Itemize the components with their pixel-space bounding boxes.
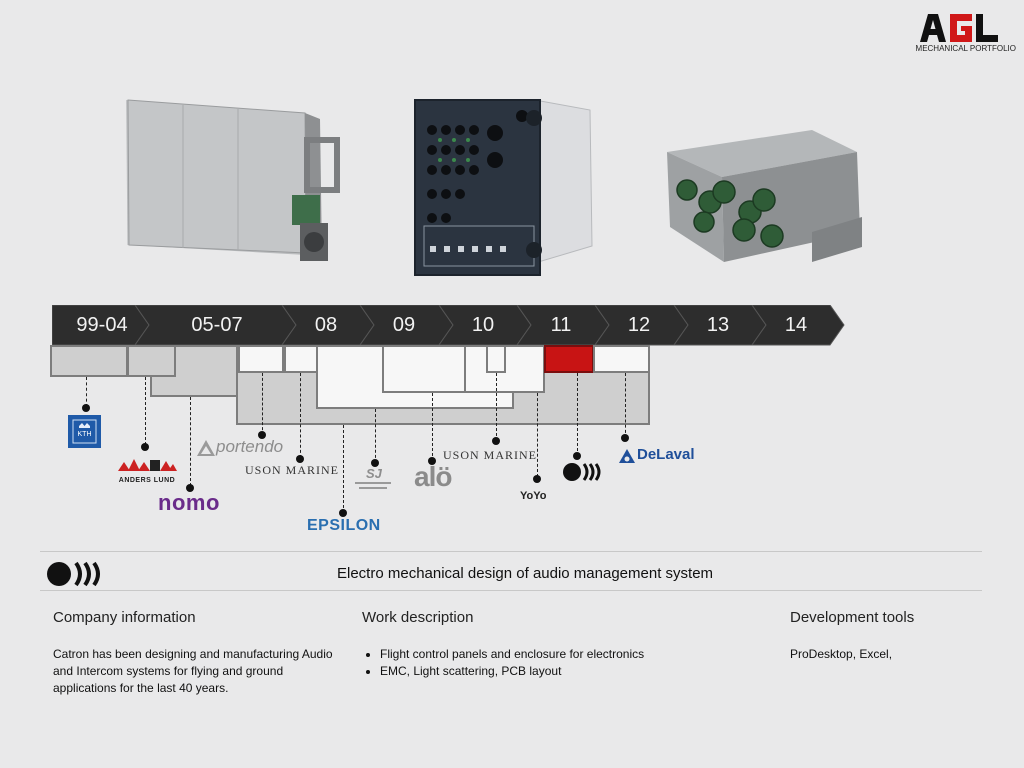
project-subtitle: Electro mechanical design of audio manag… — [337, 565, 714, 582]
connector-line — [86, 377, 87, 407]
project-bar-current — [544, 345, 594, 373]
product-image-rack-enclosure — [126, 99, 340, 261]
connector-dot — [82, 404, 90, 412]
catron-logo — [47, 561, 100, 587]
agl-logo-mark — [920, 14, 998, 42]
connector-line — [300, 373, 301, 458]
kth-logo-text: KTH — [77, 431, 92, 438]
portendo-triangle-icon — [197, 440, 215, 456]
project-bar — [593, 345, 650, 373]
work-description-heading: Work description — [362, 609, 474, 626]
product-image-junction-box — [667, 130, 862, 262]
work-description-list-wrap: Flight control panels and enclosure for … — [362, 646, 742, 680]
timeline-year-10: 10 — [471, 314, 495, 336]
catron-small-logo — [563, 463, 601, 481]
project-bar — [127, 345, 176, 377]
connector-line — [625, 373, 626, 438]
delaval-text: DeLaval — [637, 446, 695, 463]
work-item: Flight control panels and enclosure for … — [380, 646, 742, 663]
work-description-list: Flight control panels and enclosure for … — [362, 646, 742, 680]
logo-subtitle: MECHANICAL PORTFOLIO — [915, 44, 1016, 53]
connector-line — [432, 393, 433, 461]
project-bar — [284, 345, 318, 373]
connector-dot — [296, 455, 304, 463]
nomo-logo: nomo — [158, 490, 220, 515]
development-tools-text: ProDesktop, Excel, — [790, 647, 893, 661]
connector-dot — [573, 452, 581, 460]
sj-rail-icon — [355, 482, 391, 489]
connector-line — [577, 373, 578, 456]
timeline-year-08: 08 — [314, 314, 338, 336]
project-bar — [486, 345, 506, 373]
section-divider-bottom — [40, 590, 982, 591]
connector-line — [145, 377, 146, 445]
timeline-year-13: 13 — [706, 314, 730, 336]
kth-logo: KTH — [68, 415, 101, 448]
sj-text: SJ — [366, 466, 382, 481]
delaval-mark-icon — [619, 449, 635, 463]
timeline-year-12: 12 — [627, 314, 651, 336]
project-bar — [382, 345, 466, 393]
connector-dot — [492, 437, 500, 445]
alo-logo: alö — [414, 461, 452, 492]
kth-crown-icon — [72, 419, 97, 444]
connector-dot — [186, 484, 194, 492]
year-timeline: 99-04 05-07 08 09 10 11 12 13 14 — [52, 305, 847, 347]
company-info-heading: Company information — [53, 609, 196, 626]
connector-line — [375, 409, 376, 463]
project-bar — [238, 345, 284, 373]
connector-line — [262, 373, 263, 435]
development-tools-heading: Development tools — [790, 609, 915, 626]
product-image-control-panel — [414, 99, 593, 276]
connector-line — [190, 397, 191, 486]
portendo-text: portendo — [216, 437, 284, 456]
timeline-year-11: 11 — [550, 314, 572, 336]
anders-lund-mark — [118, 459, 177, 471]
anders-lund-text: ANDERS LUND — [118, 477, 176, 484]
timeline-year-05-07: 05-07 — [191, 314, 243, 336]
yoyo-logo: YoYo — [520, 490, 547, 502]
work-item: EMC, Light scattering, PCB layout — [380, 663, 742, 680]
connector-line — [343, 425, 344, 513]
connector-dot — [371, 459, 379, 467]
uson-marine-logo: USON MARINE — [245, 463, 340, 477]
connector-dot — [533, 475, 541, 483]
company-info-text: Catron has been designing and manufactur… — [53, 647, 333, 695]
timeline-year-99-04: 99-04 — [76, 314, 128, 336]
uson-marine-logo: USON MARINE — [443, 448, 538, 462]
connector-dot — [621, 434, 629, 442]
section-divider-top — [40, 551, 982, 552]
agl-logo: MECHANICAL PORTFOLIO — [906, 10, 1016, 56]
anders-lund-logo: ANDERS LUND — [116, 456, 178, 484]
timeline-year-09: 09 — [392, 314, 416, 336]
connector-dot — [141, 443, 149, 451]
project-bar — [50, 345, 128, 377]
connector-line — [537, 393, 538, 477]
connector-dot — [428, 457, 436, 465]
connector-dot — [258, 431, 266, 439]
sj-logo: SJ — [353, 466, 393, 494]
epsilon-logo: EPSILON — [307, 517, 381, 534]
timeline-year-14: 14 — [784, 314, 808, 336]
connector-line — [496, 373, 497, 441]
connector-dot — [339, 509, 347, 517]
